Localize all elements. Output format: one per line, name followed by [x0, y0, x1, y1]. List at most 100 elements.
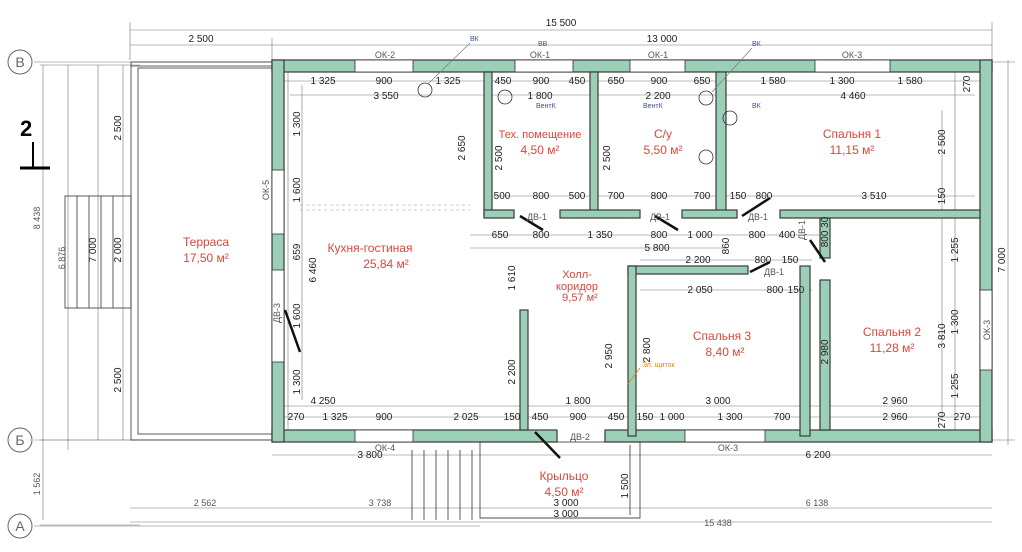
dim-terrace-h: 7 000 [88, 237, 99, 262]
door-dv1e: ДВ-1 [797, 220, 807, 240]
dim-hall-v: 1 610 [507, 265, 518, 290]
dim-top-9: 650 [694, 76, 711, 87]
dim-tech-top: 2 650 [457, 135, 468, 160]
window-labels: ОК-2 ОК-1 ОК-1 ОК-3 ОК-5 ОК-4 ОК-3 ОК-3 [261, 50, 992, 453]
dim-corr-7: 400 [779, 230, 796, 241]
windows-graphics [271, 59, 993, 443]
room-porch-area: 4,50 м² [545, 485, 584, 499]
dim-inner-b-1: 4 250 [310, 396, 335, 407]
top-dimensions: 15 500 2 500 13 000 1 325 900 1 325 450 … [188, 18, 922, 296]
window-ok3a: ОК-3 [842, 50, 862, 60]
dim-bot-1: 270 [288, 412, 305, 423]
dim-corr-4: 800 [651, 230, 668, 241]
window-ok4: ОК-4 [375, 443, 395, 453]
door-dv1c: ДВ-1 [748, 212, 768, 222]
tag-vk2: ВК [752, 41, 762, 48]
dim-top-4: 450 [495, 76, 512, 87]
door-dv1a: ДВ-1 [527, 212, 547, 222]
room-kitchen-name: Кухня-гостиная [328, 241, 413, 255]
porch-outline [411, 441, 641, 520]
room-hall-area: 9,57 м² [562, 292, 598, 304]
doors-graphics [283, 196, 827, 459]
dim-bot-3: 900 [376, 412, 393, 423]
door-dv2: ДВ-2 [570, 432, 590, 442]
dim-bot-4: 2 025 [453, 412, 478, 423]
dim-860: 860 [721, 237, 732, 254]
dim-bot-10: 1 000 [659, 412, 684, 423]
top-dimension-lines [129, 22, 993, 291]
dim-c2-3: 150 [782, 255, 799, 266]
room-tech-area: 4,50 м² [521, 143, 560, 157]
inner-dimensions: 2 500 2 500 2 650 1 610 2 200 2 950 2 80… [457, 135, 831, 498]
dim-mid-9: 3 510 [861, 191, 886, 202]
bottom-dimensions: 4 250 1 800 3 000 2 960 270 1 325 900 2 … [194, 396, 971, 528]
dim-c2-2: 800 [755, 255, 772, 266]
room-kitchen-area: 25,84 м² [363, 257, 409, 271]
dim-outer-2: 6 200 [805, 450, 830, 461]
left-dimensions: 8 438 6 876 1 562 7 000 2 500 2 000 2 50… [32, 111, 319, 495]
dim-top-6: 450 [569, 76, 586, 87]
dim-c3-2: 800 [767, 285, 784, 296]
dim-c3-3: 150 [788, 285, 805, 296]
riser-circles [417, 82, 738, 165]
dim-right-3: 150 [937, 187, 948, 204]
guide-lines [300, 204, 470, 211]
room-tech-name: Тех. помещение [499, 129, 582, 141]
dim-bot-5: 150 [504, 412, 521, 423]
dim-mid-7: 150 [730, 191, 747, 202]
axis-label-Bb: Б [15, 432, 24, 448]
axis-label-A: А [15, 518, 25, 534]
door-dv1b: ДВ-1 [650, 212, 670, 222]
dim-mid-4: 700 [608, 191, 625, 202]
dim-wall-part-3: 659 [292, 243, 303, 260]
room-hall-name1: Холл- [562, 269, 592, 281]
dim-corr-3: 1 350 [587, 230, 612, 241]
dim-right-5: 1 300 [950, 309, 961, 334]
dim-house-width: 13 000 [647, 34, 678, 45]
dim-bot-8: 450 [608, 412, 625, 423]
tag-ventk1: ВентК [536, 103, 557, 110]
room-sp2-area: 11,28 м² [870, 341, 915, 355]
axis-label-B: В [15, 54, 24, 70]
dim-top-1: 1 325 [310, 76, 335, 87]
axis-bubbles: В Б А [7, 49, 33, 539]
dim-right-4: 1 255 [950, 237, 961, 262]
door-dv3: ДВ-3 [272, 303, 282, 323]
dim-top-5: 900 [533, 76, 550, 87]
dim-mid-6: 700 [694, 191, 711, 202]
dim-inner-b-4: 2 960 [882, 396, 907, 407]
dim-right-2: 2 500 [937, 129, 948, 154]
dim-bot-6: 450 [532, 412, 549, 423]
dim-left-bottom: 1 562 [32, 473, 42, 496]
dim-base-2: 3 738 [369, 498, 392, 508]
dim-terrace-part-2: 2 000 [113, 237, 124, 262]
window-ok2: ОК-2 [375, 50, 395, 60]
dim-bot-12: 700 [774, 412, 791, 423]
left-dimension-lines [40, 64, 303, 526]
dim-inner-sp1: 4 460 [840, 91, 865, 102]
dim-base-3: 6 138 [806, 498, 829, 508]
dim-left-sub: 6 876 [57, 247, 67, 270]
dim-sp2-v: 2 980 [820, 339, 831, 364]
dim-wall-part-1: 1 300 [292, 111, 303, 136]
tag-ventk2: ВентК [643, 103, 664, 110]
dim-mid-1: 500 [494, 191, 511, 202]
dim-left-total: 8 438 [32, 207, 42, 230]
tag-vk1: ВК [470, 36, 480, 43]
dim-right-total: 7 000 [997, 247, 1008, 272]
dim-porch-1: 3 000 [553, 498, 578, 509]
dim-top-12: 1 580 [897, 76, 922, 87]
dim-terrace-part-3: 2 500 [113, 367, 124, 392]
room-terrace-area: 17,50 м² [183, 251, 229, 265]
dim-bot-9: 150 [637, 412, 654, 423]
dim-inner-b-2: 1 800 [565, 396, 590, 407]
dim-terrace-width: 2 500 [188, 34, 213, 45]
tag-vv: ВВ [538, 41, 548, 48]
dim-c2-1: 2 200 [685, 255, 710, 266]
dim-top-10: 1 580 [760, 76, 785, 87]
dim-right-7: 270 [937, 411, 948, 428]
room-sp3-name: Спальня 3 [693, 329, 752, 343]
dim-bot-2: 1 325 [322, 412, 347, 423]
dim-corr-5: 1 000 [687, 230, 712, 241]
